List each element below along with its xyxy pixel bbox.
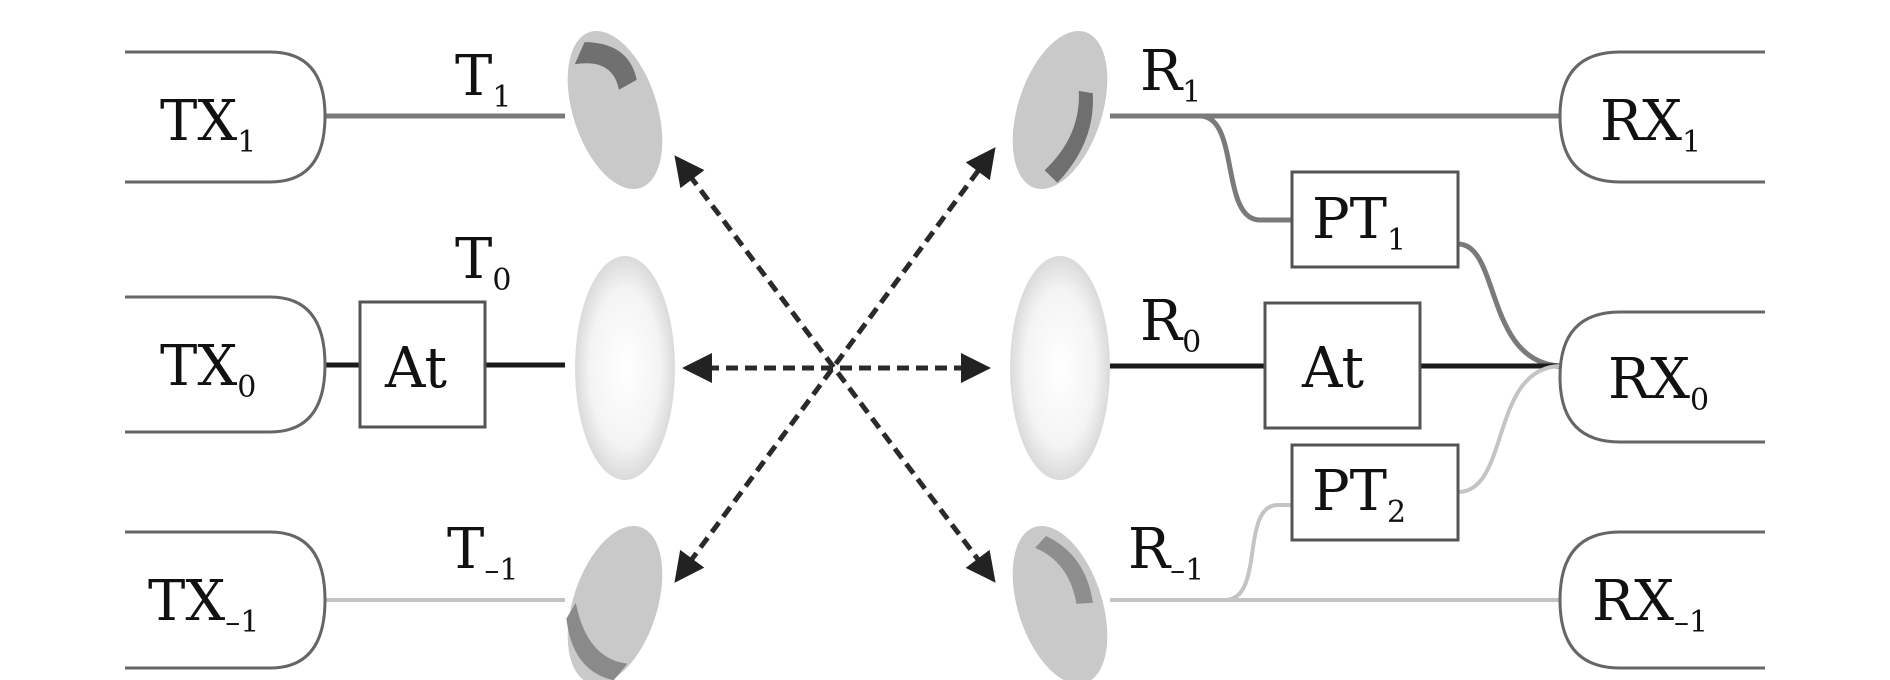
rx-1-label: RX bbox=[1592, 569, 1674, 634]
rx0-label: RX bbox=[1608, 347, 1690, 412]
tx1-sub: 1 bbox=[237, 125, 256, 160]
attenuator-tx-label: At bbox=[384, 336, 447, 401]
r0-sub: 0 bbox=[1182, 325, 1201, 360]
svg-text:R–1: R–1 bbox=[1128, 517, 1204, 588]
fiber-pt1-rx0 bbox=[1457, 241, 1561, 369]
attenuator-tx: At bbox=[358, 300, 487, 429]
t-1-label: T bbox=[447, 517, 484, 582]
fiber-r-1-pt2 bbox=[1224, 503, 1292, 602]
lens-r0 bbox=[1010, 256, 1110, 480]
rx1-label: RX bbox=[1600, 89, 1682, 154]
tx1-label: TX bbox=[160, 89, 237, 154]
pt2-label: PT bbox=[1312, 459, 1387, 524]
svg-text:R0: R0 bbox=[1140, 289, 1201, 360]
svg-text:T–1: T–1 bbox=[447, 517, 518, 588]
lens-t-minus1 bbox=[566, 525, 663, 680]
svg-text:TX–1: TX–1 bbox=[148, 569, 259, 640]
r0-label: R bbox=[1140, 289, 1184, 354]
svg-text:R1: R1 bbox=[1140, 39, 1201, 110]
svg-text:RX1: RX1 bbox=[1600, 89, 1701, 160]
lens-t1 bbox=[567, 30, 663, 190]
r-1-label: R bbox=[1128, 517, 1172, 582]
rx0-sub: 0 bbox=[1690, 383, 1709, 418]
fiber-pt2-rx0 bbox=[1457, 364, 1561, 494]
attenuator-rx-label: At bbox=[1301, 336, 1364, 401]
t0-label: T bbox=[455, 227, 492, 292]
t0-sub: 0 bbox=[492, 263, 511, 298]
t-1-sub: –1 bbox=[484, 553, 518, 588]
svg-text:TX0: TX0 bbox=[160, 334, 256, 405]
lens-r-minus1 bbox=[1012, 525, 1108, 680]
pt1-label: PT bbox=[1312, 187, 1387, 252]
phase-tuner-2: PT2 bbox=[1290, 443, 1460, 542]
rx-1-sub: –1 bbox=[1674, 605, 1708, 640]
beam-t-1-r1 bbox=[674, 147, 996, 583]
rx-terminal-0: RX0 bbox=[1558, 310, 1765, 444]
rx1-sub: 1 bbox=[1682, 125, 1701, 160]
lens-r1 bbox=[1012, 30, 1108, 190]
r-1-sub: –1 bbox=[1170, 553, 1204, 588]
svg-text:PT1: PT1 bbox=[1312, 187, 1406, 258]
attenuator-rx: At bbox=[1263, 301, 1422, 430]
tx-1-label: TX bbox=[148, 569, 225, 634]
svg-text:RX0: RX0 bbox=[1608, 347, 1709, 418]
svg-text:RX–1: RX–1 bbox=[1592, 569, 1708, 640]
r1-label: R bbox=[1140, 39, 1184, 104]
tx0-label: TX bbox=[160, 334, 237, 399]
tx0-sub: 0 bbox=[237, 370, 256, 405]
tx-terminal-minus1: TX–1 bbox=[125, 530, 327, 670]
t1-sub: 1 bbox=[492, 80, 511, 115]
svg-text:PT2: PT2 bbox=[1312, 459, 1406, 530]
r1-sub: 1 bbox=[1182, 75, 1201, 110]
lens-t0 bbox=[575, 256, 675, 480]
pt1-sub: 1 bbox=[1387, 223, 1406, 258]
tx-terminal-1: TX1 bbox=[125, 50, 327, 184]
rx-terminal-1: RX1 bbox=[1558, 50, 1765, 184]
pt2-sub: 2 bbox=[1387, 495, 1406, 530]
svg-text:TX1: TX1 bbox=[160, 89, 256, 160]
svg-text:T1: T1 bbox=[455, 44, 511, 115]
svg-text:T0: T0 bbox=[455, 227, 511, 298]
fiber-r1-pt1 bbox=[1199, 113, 1292, 223]
tx-terminal-0: TX0 bbox=[125, 295, 327, 434]
rx-terminal-minus1: RX–1 bbox=[1558, 530, 1765, 670]
tx-1-sub: –1 bbox=[225, 605, 259, 640]
phase-tuner-1: PT1 bbox=[1290, 170, 1460, 269]
t1-label: T bbox=[455, 44, 492, 109]
